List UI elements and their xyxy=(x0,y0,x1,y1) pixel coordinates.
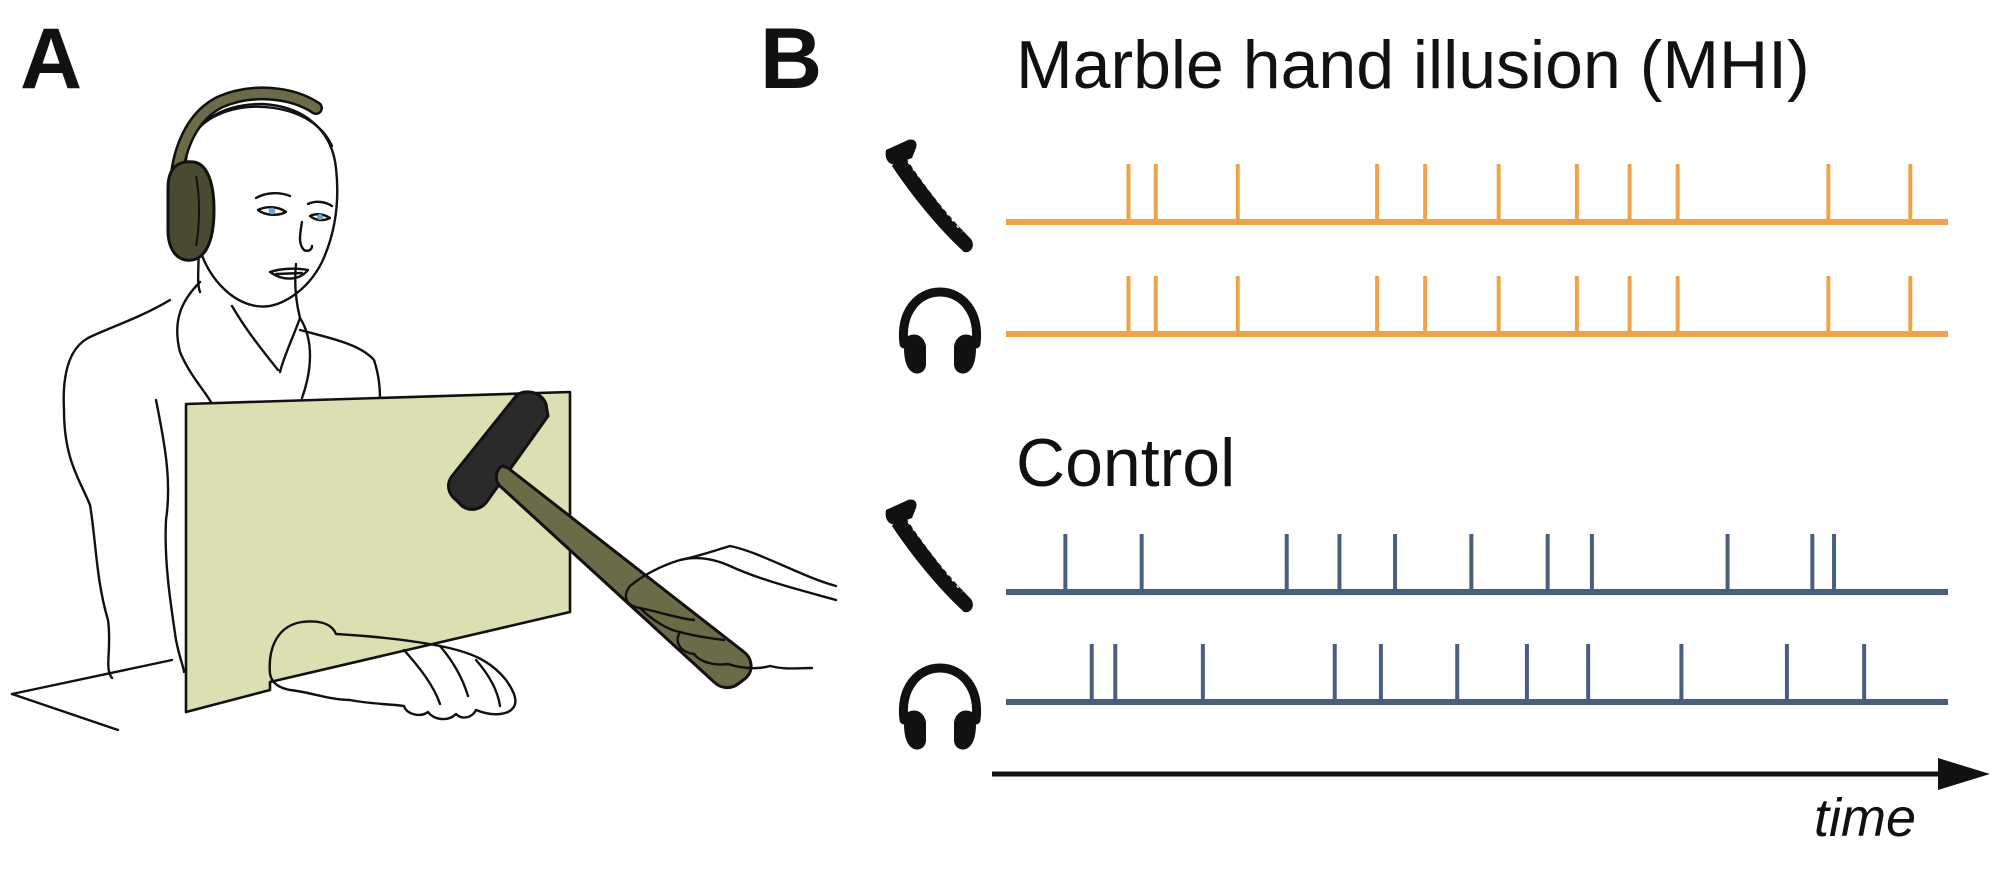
mhi-title: Marble hand illusion (MHI) xyxy=(1016,27,1810,103)
icon-row-1 xyxy=(903,292,976,374)
icon-row-2 xyxy=(884,498,974,613)
experimenter-sleeve xyxy=(678,544,838,588)
time-axis-label: time xyxy=(1814,788,1916,848)
shirt-collar xyxy=(176,280,312,406)
event-timelines xyxy=(1006,164,1948,705)
table-surface xyxy=(10,658,174,732)
panel-a-label: A xyxy=(20,11,82,107)
icon-row-3 xyxy=(903,668,976,750)
participant-eyes xyxy=(254,192,334,222)
experiment-illustration xyxy=(10,86,838,732)
experimenter-hand xyxy=(624,556,838,670)
icon-row-0 xyxy=(884,138,974,253)
hammer-head xyxy=(447,390,550,511)
participant-torso xyxy=(62,298,172,680)
participant-hand xyxy=(268,620,517,721)
participant-nose xyxy=(298,220,314,252)
participant-headphones xyxy=(166,86,323,262)
hammer-handle xyxy=(494,464,753,690)
hammer-icon xyxy=(884,498,974,613)
hammer-icon xyxy=(884,138,974,253)
control-title: Control xyxy=(1016,425,1235,501)
participant-arm xyxy=(154,398,186,674)
timeline-row xyxy=(1006,164,1948,225)
time-axis xyxy=(992,758,1990,790)
time-axis-arrowhead xyxy=(1938,758,1990,790)
timeline-row xyxy=(1006,276,1948,337)
participant-back xyxy=(298,328,382,400)
timeline-row xyxy=(1006,534,1948,595)
participant-mouth xyxy=(268,267,310,280)
headphones-icon xyxy=(903,292,976,374)
headphones-icon xyxy=(903,668,976,750)
participant-fingers xyxy=(402,644,502,708)
panel-b-label: B xyxy=(760,11,822,107)
timeline-row xyxy=(1006,644,1948,705)
